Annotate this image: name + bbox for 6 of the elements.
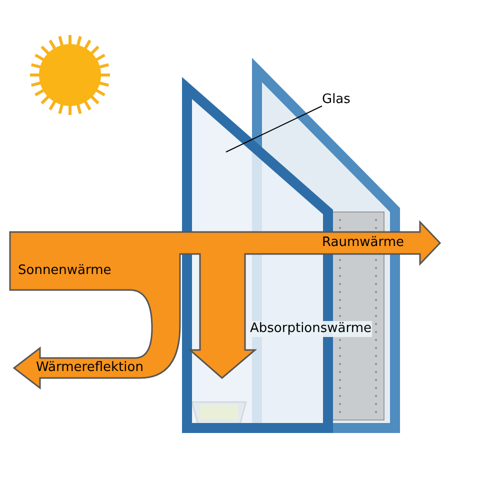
part-label: Glas (322, 92, 350, 108)
flow-label: Absorptionswärme (250, 321, 372, 337)
leader-line (226, 106, 322, 152)
flow-label: Raumwärme (322, 235, 404, 251)
flow-label: Sonnenwärme (18, 263, 112, 279)
flow-label: Wärmereflektion (36, 360, 144, 376)
